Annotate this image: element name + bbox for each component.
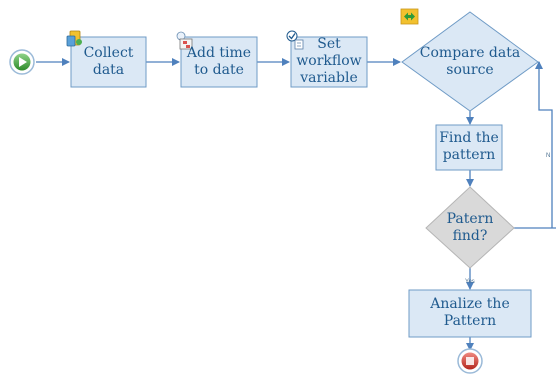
database-icon (66, 30, 82, 47)
label-pattern-find: Patern find? (446, 211, 494, 244)
activity-add-time[interactable] (180, 36, 258, 88)
connector-loop-back (538, 62, 553, 228)
activity-find-pattern[interactable] (435, 124, 503, 171)
checklist-icon (286, 30, 304, 50)
decision-pattern-find[interactable] (425, 186, 515, 269)
connectors (36, 58, 556, 351)
start-node[interactable] (9, 49, 35, 75)
label-collect-data: Collect data (83, 45, 134, 78)
stop-icon (466, 357, 474, 365)
activity-analize-pattern[interactable] (408, 289, 532, 338)
label-set-variable: Set workflow variable (296, 36, 362, 86)
label-find-pattern: Find the pattern (439, 130, 499, 163)
branch-label-yes: Yes (465, 279, 475, 285)
label-analize-pattern: Analize the Pattern (430, 296, 510, 329)
calendar-clock-icon (176, 31, 193, 50)
label-add-time: Add time to date (186, 45, 252, 78)
decision-compare-source[interactable] (401, 11, 539, 112)
label-compare-source: Compare data source (419, 45, 521, 78)
branch-label-no: N (546, 153, 551, 159)
activity-collect-data[interactable] (70, 36, 147, 88)
end-node[interactable] (457, 348, 483, 374)
activity-set-variable[interactable] (290, 36, 368, 88)
compare-arrows-icon (400, 8, 419, 25)
play-icon (19, 57, 27, 67)
